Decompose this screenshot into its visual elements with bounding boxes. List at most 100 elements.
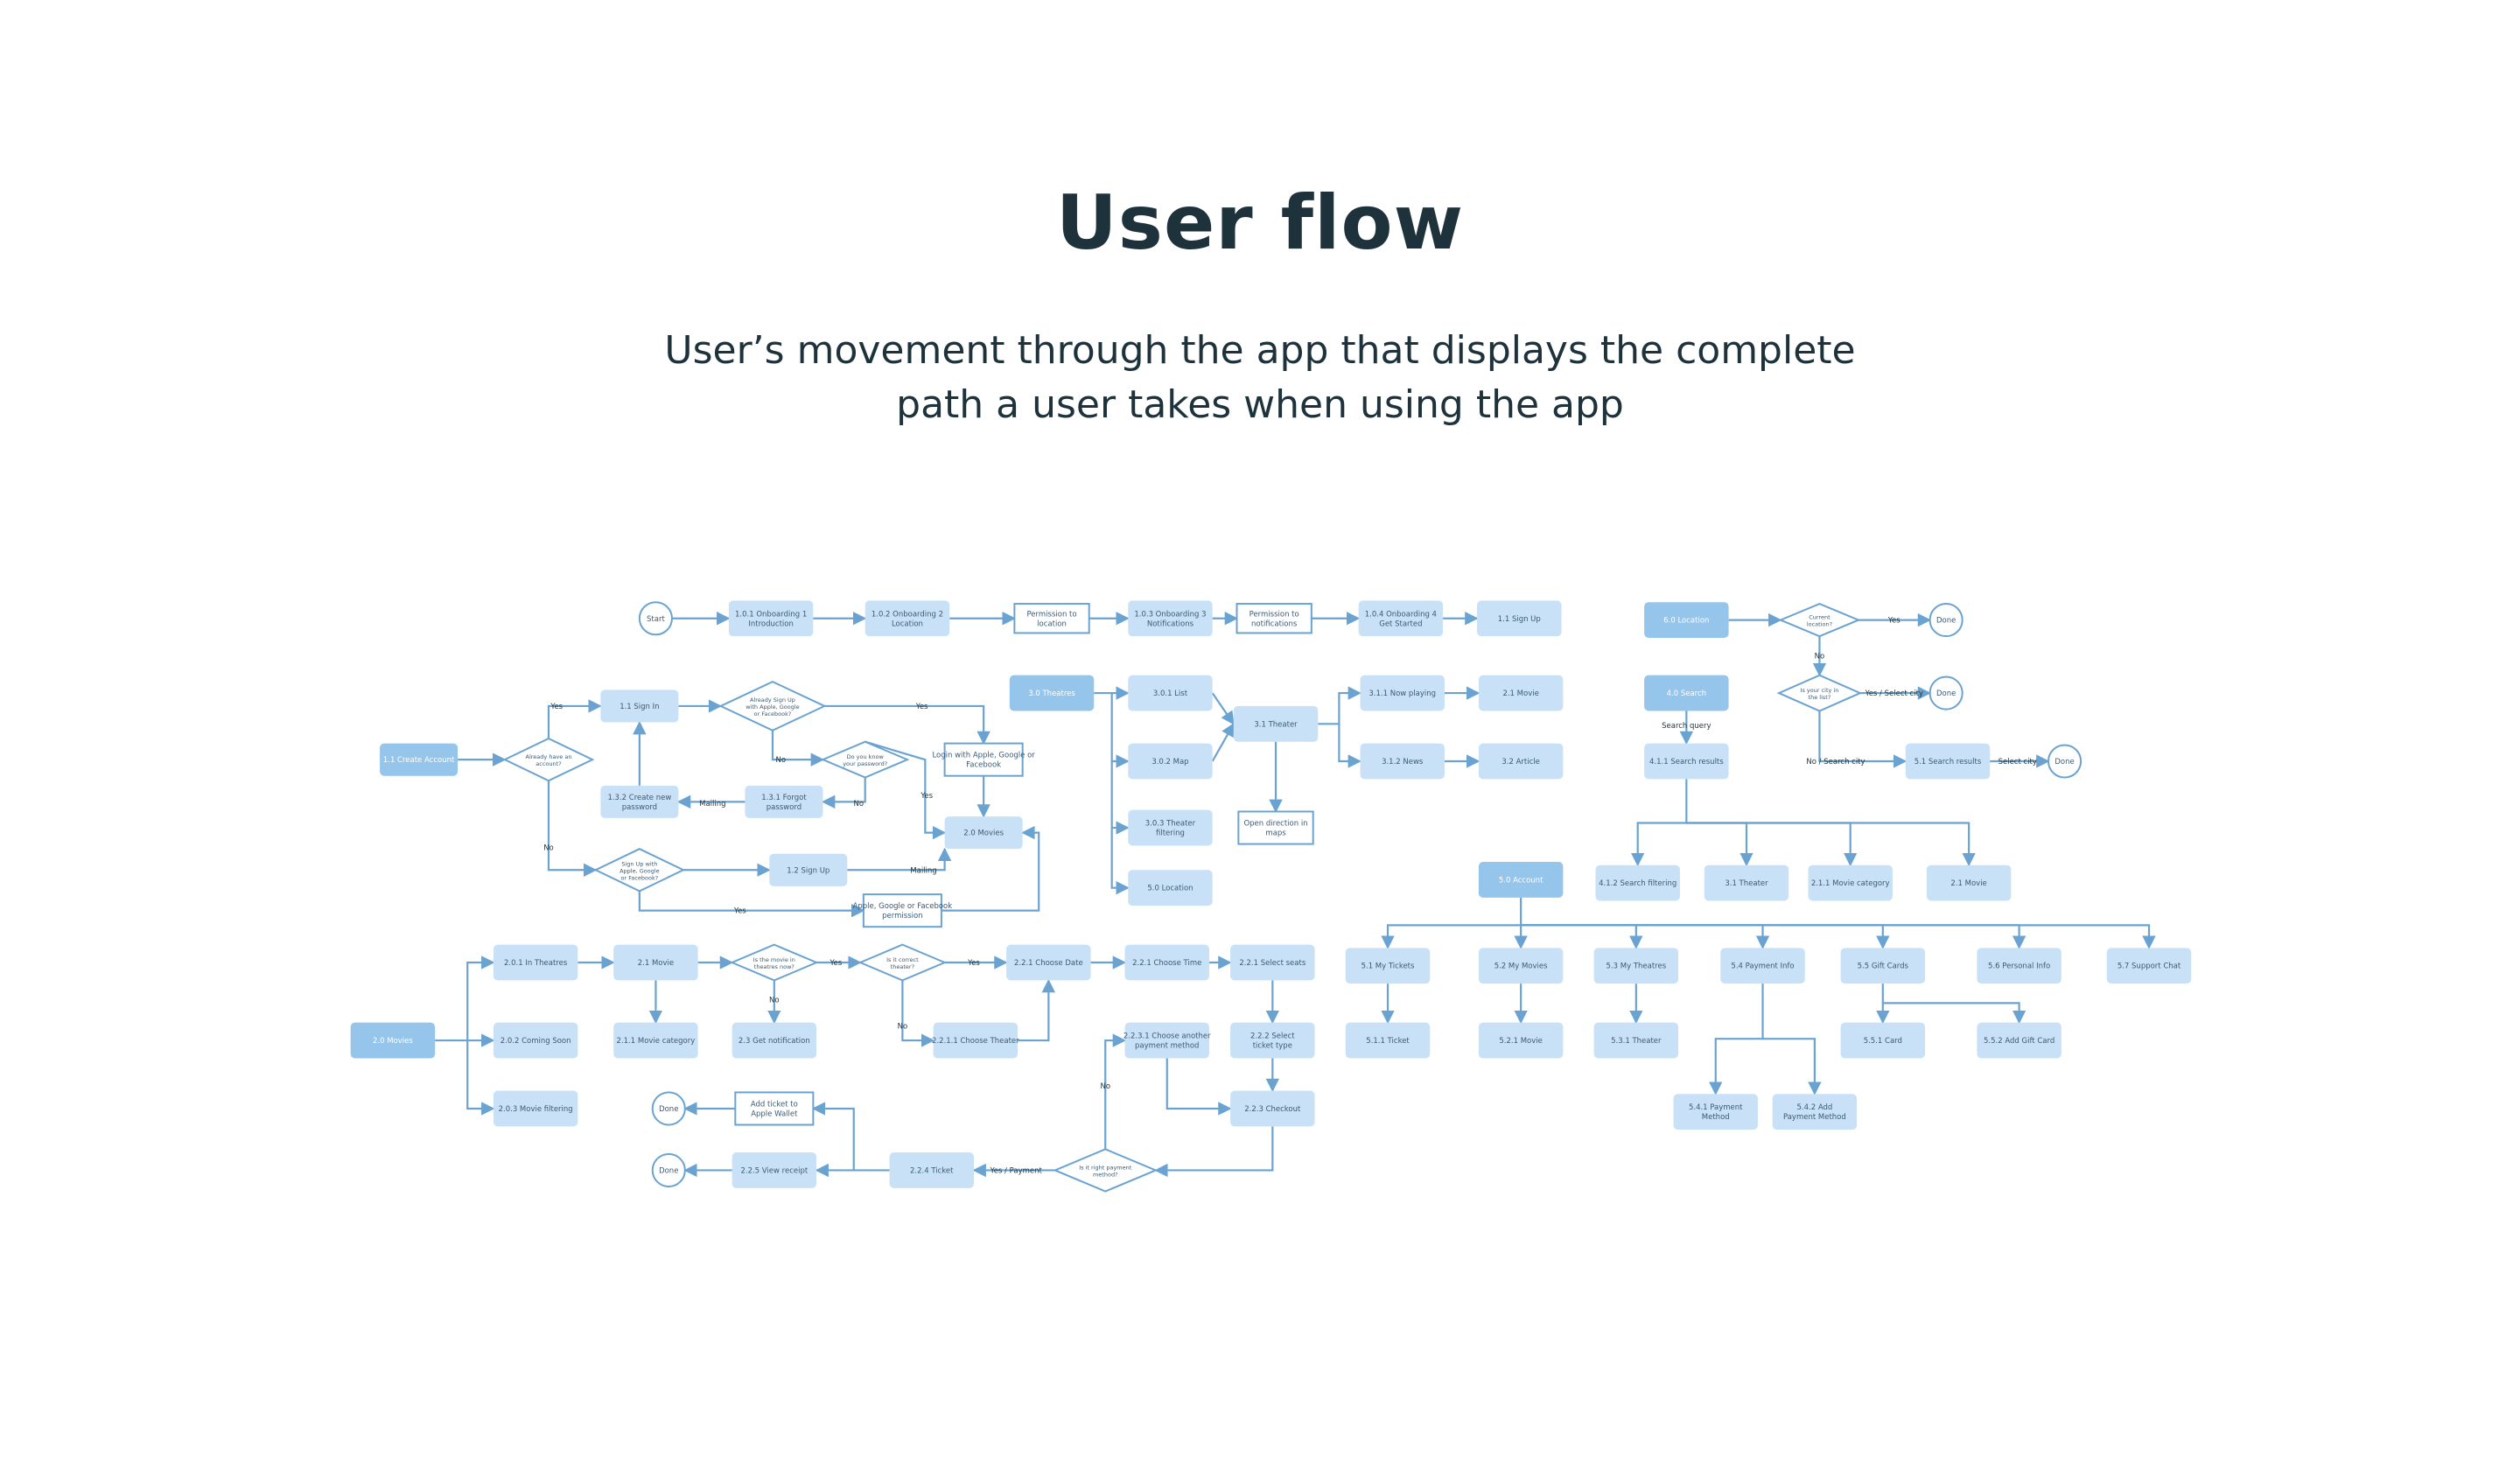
edge-label: Yes [1887,617,1900,626]
node-label: Already Sign Up [750,696,795,704]
flow-edge [1338,724,1362,768]
process-node [944,816,1023,850]
node-label: 2.2.3.1 Choose another [1124,1032,1211,1041]
edge-label: No / Search city [1806,758,1865,766]
node-label: 1.1 Sign In [620,703,659,711]
process-node [493,1090,578,1127]
process-node [1345,1022,1431,1059]
node-n511: 5.1.1 Ticket [1345,1022,1431,1059]
node-start: Start [638,601,673,636]
node-label: Apple Wallet [751,1110,798,1118]
node-label: Already have an [526,753,572,760]
node-label: 2.2.4 Ticket [910,1166,954,1175]
flow-edge [847,847,952,872]
node-label: 3.2 Article [1502,758,1540,766]
process-node [933,1022,1018,1059]
node-label: 1.0.2 Onboarding 2 [872,610,943,619]
node-label: or Facebook? [754,710,792,718]
section-node [350,1022,436,1059]
node-label: theater? [891,963,914,970]
node-n56pi: 5.6 Personal Info [1977,948,2062,984]
edge-label: No [543,844,554,852]
process-node [1808,864,1893,901]
node-label: Method [1702,1113,1730,1122]
node-n202: 2.0.2 Coming Soon [493,1022,578,1059]
node-n411: 4.1.1 Search results [1644,743,1729,780]
node-label: Is your city in [1801,687,1839,694]
node-n225: 2.2.5 View receipt [732,1152,817,1188]
process-node [889,1152,974,1188]
node-label: notifications [1251,620,1298,628]
flow-edge [1709,984,1764,1096]
node-n57sc: 5.7 Support Chat [2106,948,2192,984]
node-n11su: 1.1 Sign Up [1477,600,1562,637]
node-n311: 3.1.1 Now playing [1360,675,1445,711]
decision-node [730,943,819,982]
flow-edge [1521,924,1643,949]
edge-label: Mailing [699,800,725,808]
flow-edge [1521,924,2156,949]
node-label: 5.1 My Tickets [1362,962,1415,971]
process-node [1478,1022,1564,1059]
node-label: Is it right payment [1079,1164,1132,1171]
edge-label: No [775,756,786,765]
terminal-node [651,1091,686,1126]
flow-edge [1686,822,1858,867]
flow-edge [1686,822,1976,867]
node-label: 4.1.1 Search results [1649,758,1724,766]
action-node [1237,810,1314,845]
process-node [1124,944,1209,981]
process-node [613,1022,698,1059]
node-n60loc: 6.0 Location [1644,602,1729,639]
node-label: 1.0.1 Onboarding 1 [735,610,807,619]
node-label: Done [659,1105,678,1114]
node-label: 3.0.2 Map [1152,758,1188,766]
edge-label: Yes / Select city [1865,690,1923,698]
node-label: Get Started [1379,620,1422,628]
node-n30t: 3.0 Theatres [1009,675,1095,711]
process-node [1595,864,1680,901]
node-n11ca: 1.1 Create Account [380,743,458,776]
decision-node [1053,1148,1158,1193]
node-label: location? [1807,621,1832,628]
node-label: 2.0.3 Movie filtering [499,1105,573,1114]
node-done4: Done [651,1091,686,1126]
node-label: 2.1 Movie [638,959,674,968]
flow-edge [1154,1126,1274,1178]
edge-label: Yes [967,959,980,968]
node-n21mv-a: 2.1 Movie [1478,675,1564,711]
node-label: 5.6 Personal Info [1988,962,2050,971]
action-node [862,893,942,928]
node-done3: Done [2048,744,2082,779]
process-node [1840,1022,1926,1059]
process-node [1128,743,1213,780]
node-label: the list? [1809,694,1831,701]
section-node [380,743,458,776]
node-label: 1.1 Sign Up [1498,615,1541,624]
process-node [1644,743,1729,780]
process-node [1124,1022,1209,1059]
flow-edge [941,825,1040,912]
process-node [1128,675,1213,711]
edge-label: Yes [920,792,933,801]
node-label: 2.1 Movie [1502,690,1538,698]
terminal-node [2048,744,2082,779]
process-node [1128,870,1213,906]
terminal-node [1928,603,1964,638]
node-label: 2.2.1 Choose Time [1132,959,1201,968]
edge-label: No [1815,652,1825,661]
process-node [769,853,848,886]
flow-edge [435,956,495,1042]
edge-label: Yes [550,703,563,711]
